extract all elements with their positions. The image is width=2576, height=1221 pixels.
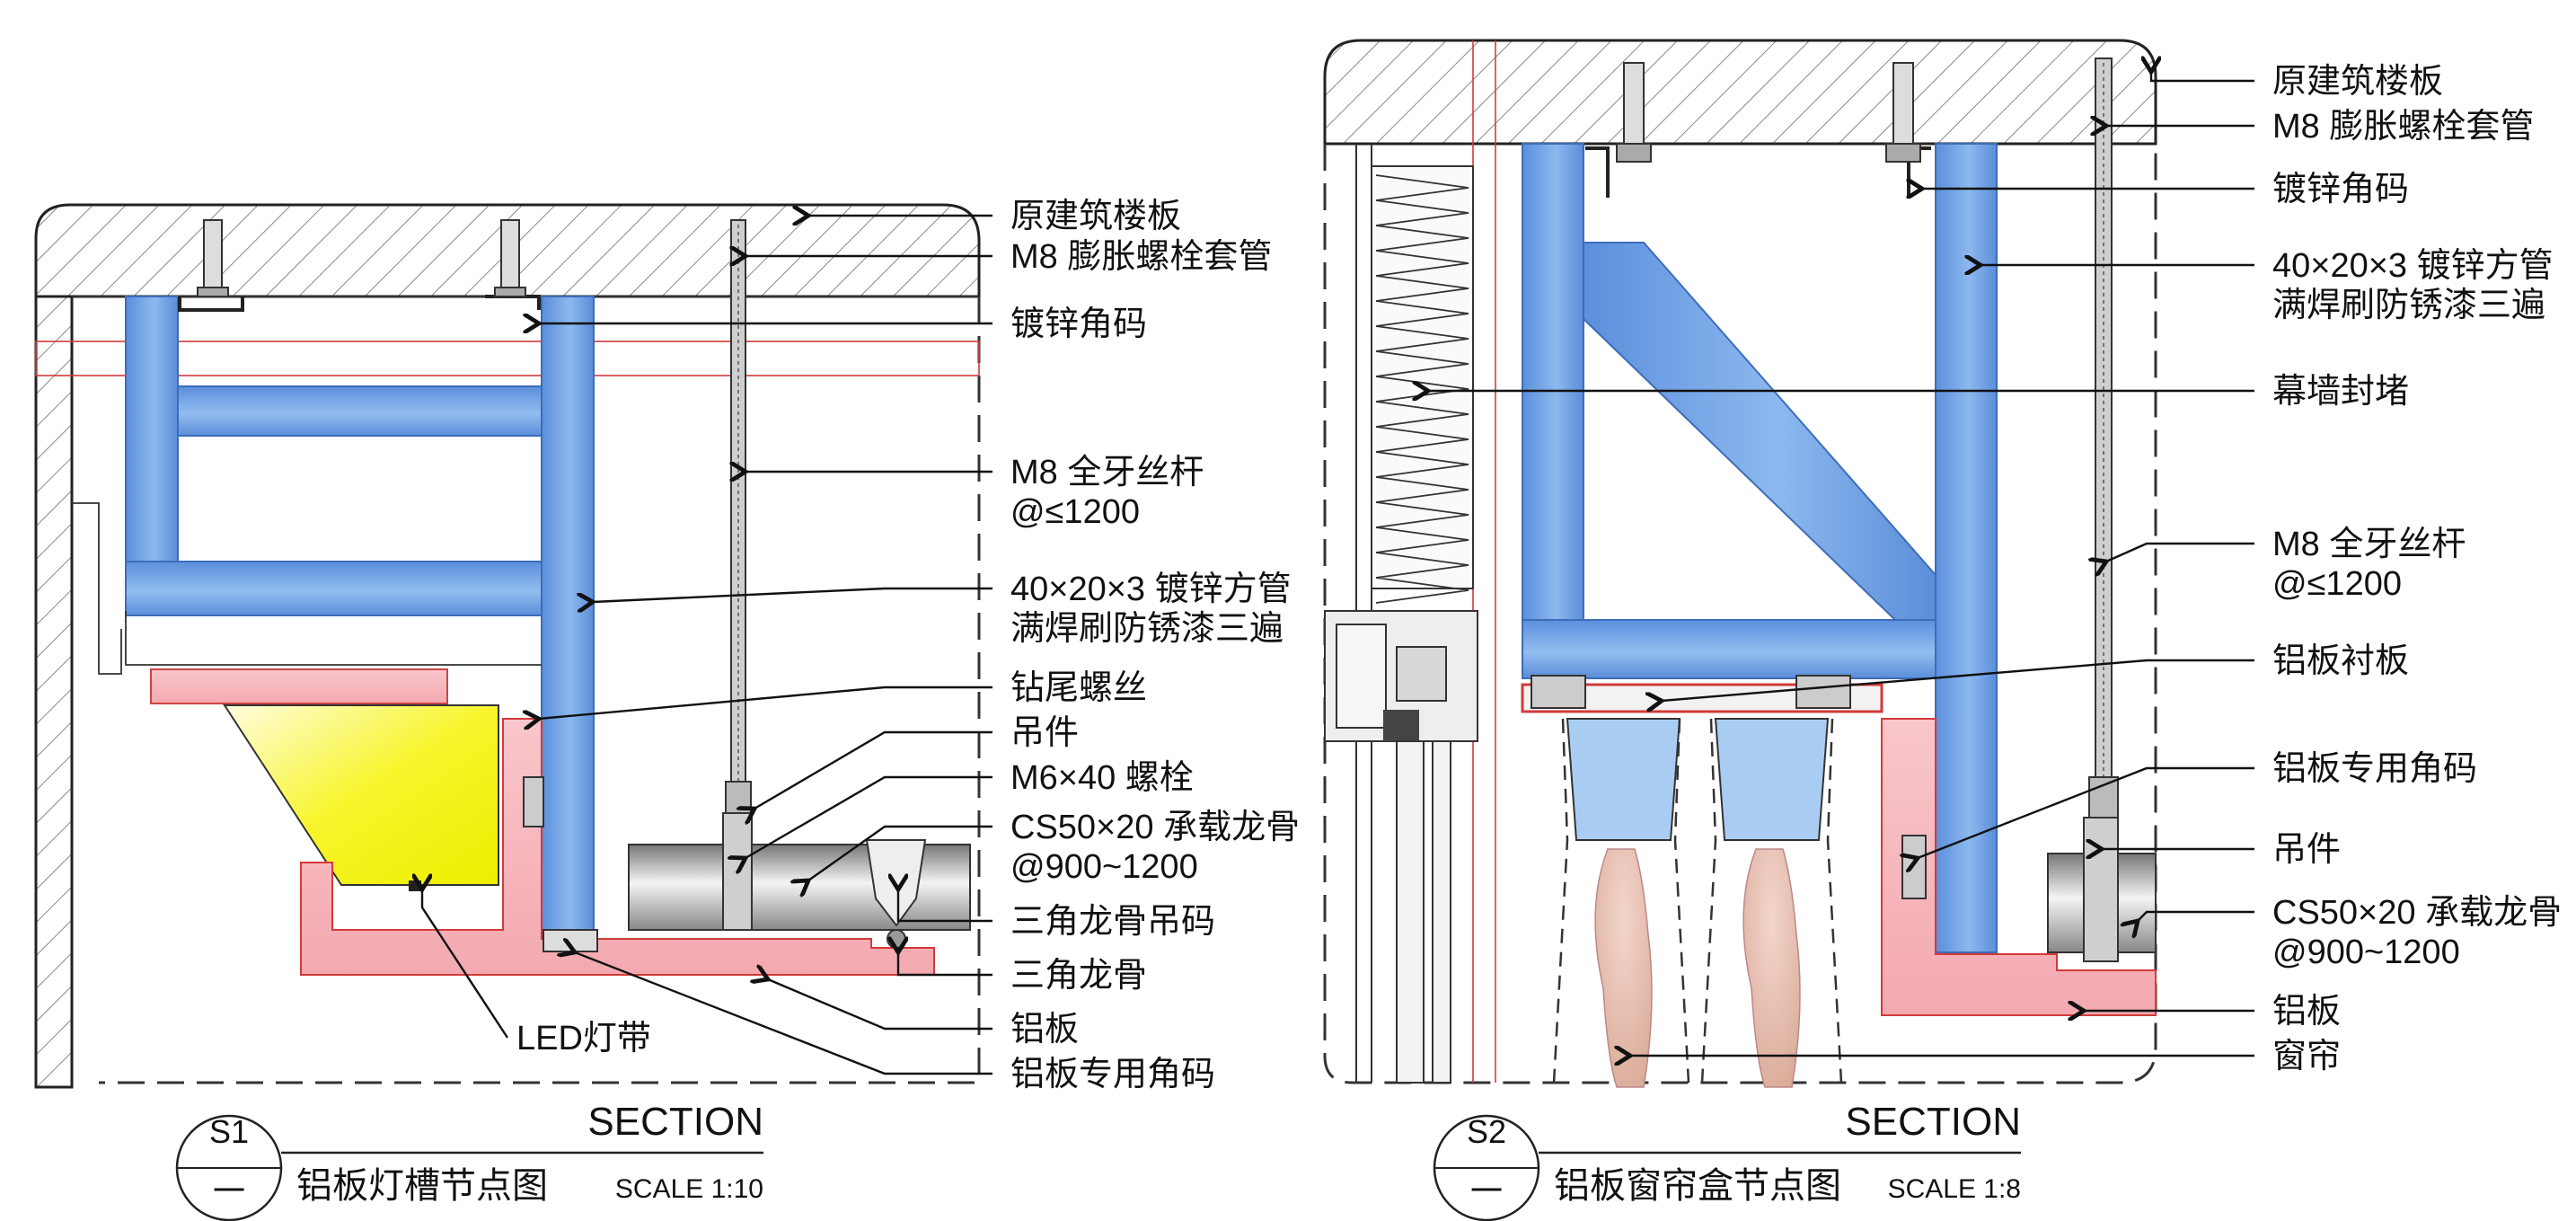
s1-leader-12 — [768, 979, 992, 1031]
s1-callout-13: 铝板专用角码 — [1010, 1056, 1215, 1093]
steel-tube-left — [1522, 143, 1584, 621]
section-index-bottom: 一 — [213, 1172, 245, 1209]
threaded-rod — [725, 219, 752, 818]
s2-leader-10 — [2138, 910, 2254, 921]
s1-callout-1: 原建筑楼板 — [1010, 198, 1181, 235]
s2-callout-8: 铝板专用角码 — [2272, 750, 2477, 788]
galvanized-angle-2 — [485, 295, 541, 310]
s1-callout-9-line-1: CS50×20 承载龙骨 — [1010, 809, 1300, 846]
steel-tube-bottom — [1522, 619, 1936, 679]
drawing-title: 铝板灯槽节点图 — [296, 1166, 548, 1206]
s1-callout-14: LED灯带 — [516, 1020, 651, 1057]
s2-callout-10-line-2: @900~1200 — [2272, 933, 2460, 971]
s2-leader-6 — [2106, 542, 2254, 562]
curtain-track-1 — [1566, 718, 1681, 841]
s1-callout-4-line-1: M8 全牙丝杆 — [1010, 454, 1204, 491]
curtain-wall-mullion — [1324, 610, 1478, 1084]
s1-callout-12: 铝板 — [1010, 1011, 1079, 1048]
drawing-s2: S2 一 SECTION 铝板窗帘盒节点图 SCALE 1:8 原建筑楼板 M8 … — [1323, 39, 2562, 1221]
curtain-1 — [1594, 848, 1653, 1088]
s1-callout-11: 三角龙骨 — [1010, 957, 1147, 995]
section-index-top: S1 — [209, 1113, 249, 1150]
steel-tube-diagonal — [1583, 242, 1936, 621]
s2-callout-12: 窗帘 — [2272, 1038, 2341, 1075]
section-word: SECTION — [1845, 1100, 2021, 1144]
s2-callout-9: 吊件 — [2272, 831, 2341, 869]
s1-leader-5 — [593, 587, 992, 602]
s2-callout-4-line-2: 满焊刷防锈漆三遍 — [2272, 287, 2545, 324]
expansion-bolt-2 — [494, 219, 526, 297]
s2-leader-7 — [1662, 659, 2254, 701]
s2-callout-10-line-1: CS50×20 承载龙骨 — [2272, 894, 2562, 932]
drawing-scale: SCALE 1:10 — [615, 1174, 763, 1204]
s1-callout-7: 吊件 — [1010, 714, 1079, 752]
s1-callout-4-line-2: @≤1200 — [1010, 493, 1140, 531]
s1-leader-9 — [808, 825, 992, 880]
section-word: SECTION — [587, 1100, 763, 1144]
galvanized-angle-1 — [178, 296, 244, 312]
threaded-rod — [2088, 58, 2119, 841]
s1-leader-7 — [754, 730, 992, 809]
aluminium-panel-s2 — [1881, 718, 2157, 1016]
s2-callout-2: M8 膨胀螺栓套管 — [2272, 108, 2534, 146]
steel-tube-left — [125, 296, 179, 567]
s1-callout-5-line-2: 满焊刷防锈漆三遍 — [1010, 610, 1284, 648]
steel-tube-main — [541, 296, 595, 944]
s1-callout-10: 三角龙骨吊码 — [1010, 903, 1215, 941]
s1-callout-6: 钻尾螺丝 — [1010, 669, 1147, 707]
drawing-s1: S1 一 SECTION 铝板灯槽节点图 SCALE 1:10 原建筑楼板M8 … — [34, 198, 1300, 1221]
s2-callout-4-line-1: 40×20×3 镀锌方管 — [2272, 247, 2554, 285]
s1-callout-9-line-2: @900~1200 — [1010, 848, 1198, 886]
led-strip-fill — [223, 704, 499, 886]
s2-callout-6-line-2: @≤1200 — [2272, 565, 2402, 603]
s1-leader-11 — [898, 952, 992, 977]
curtain-track-2 — [1714, 718, 1830, 841]
s2-callout-5: 幕墙封堵 — [2272, 373, 2409, 411]
section-index-top: S2 — [1467, 1113, 1506, 1150]
concrete-slab — [1323, 39, 2157, 146]
s2-callout-6-line-1: M8 全牙丝杆 — [2272, 526, 2466, 563]
s1-leader-8 — [745, 775, 992, 858]
s1-leader-10 — [898, 889, 992, 923]
drawing-scale: SCALE 1:8 — [1888, 1174, 2021, 1204]
expansion-bolt-2 — [1885, 62, 1921, 163]
break-band — [35, 341, 980, 376]
section-index-bottom: 一 — [1470, 1172, 1503, 1209]
expansion-bolt-1 — [197, 219, 229, 297]
s2-callout-7: 铝板衬板 — [2272, 642, 2409, 680]
s1-callout-2: M8 膨胀螺栓套管 — [1010, 238, 1272, 276]
curtain-2 — [1742, 848, 1801, 1088]
steel-tube-mid — [125, 561, 543, 616]
s1-leader-14 — [422, 889, 509, 1039]
s2-callout-3: 镀锌角码 — [2272, 171, 2409, 208]
drawing-title: 铝板窗帘盒节点图 — [1554, 1166, 1841, 1206]
s1-leader-13 — [575, 952, 992, 1075]
steel-tube-top — [177, 385, 543, 437]
s1-callout-5-line-1: 40×20×3 镀锌方管 — [1010, 571, 1292, 608]
s2-callout-11: 铝板 — [2272, 993, 2341, 1031]
steel-tube-right — [1935, 143, 1998, 953]
left-wall — [34, 295, 74, 1089]
expansion-bolt-1 — [1616, 62, 1652, 163]
s2-callout-1: 原建筑楼板 — [2272, 63, 2443, 101]
s2-leader-8 — [1918, 766, 2254, 858]
s2-leader-1 — [2151, 72, 2254, 83]
s1-callout-8: M6×40 螺栓 — [1010, 759, 1194, 797]
trough-upper-panel — [150, 668, 448, 704]
s1-leader-6 — [539, 686, 992, 719]
s1-callout-3: 镀锌角码 — [1010, 305, 1147, 343]
